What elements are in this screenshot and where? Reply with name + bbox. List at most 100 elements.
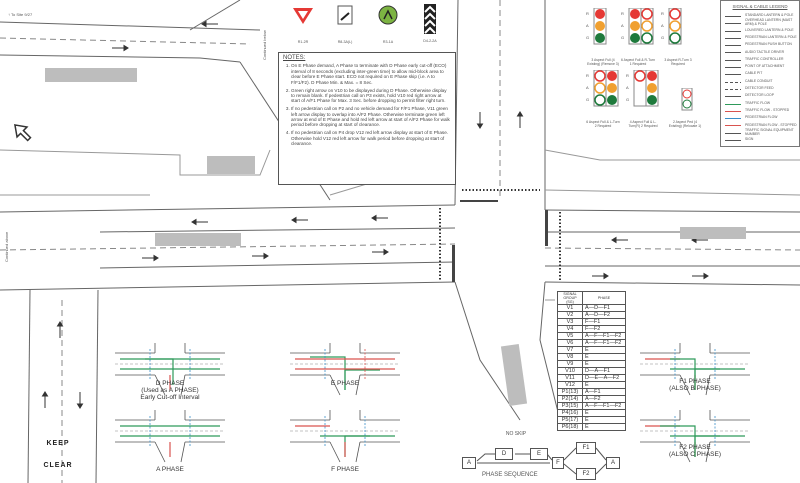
legend-label: SIGN bbox=[745, 137, 754, 142]
stop-lines bbox=[452, 200, 548, 282]
give-way-sign-icon bbox=[288, 8, 318, 30]
legend-symbol-icon bbox=[723, 93, 745, 99]
legend-item: PEDESTRIAN FLOW - STOPPED bbox=[723, 122, 797, 129]
legend-label: CABLE CONDUIT bbox=[745, 78, 773, 83]
phase-cell: A—D—F1 bbox=[582, 304, 626, 312]
sign-code: R8-3A(L) bbox=[337, 40, 353, 44]
phase-diagram bbox=[115, 410, 225, 463]
phase-cell: F—F1 bbox=[582, 318, 626, 326]
aspect-letter: G bbox=[586, 35, 590, 40]
to-site-label: ↑ To Site 9/27 bbox=[8, 12, 33, 17]
legend-symbol-icon bbox=[723, 13, 745, 19]
legend-item: STANDARD LANTERN & POLE bbox=[723, 12, 797, 19]
legend-label: TRAFFIC CONTROLLER bbox=[745, 56, 784, 61]
legend-item: CABLE CONDUIT bbox=[723, 78, 797, 85]
lane-arrow-icon bbox=[76, 392, 84, 409]
signal-group-cell: V1 bbox=[557, 304, 583, 312]
signal-lantern-icon bbox=[633, 69, 659, 107]
aspect-caption: 6 Aspect Full & L-Turn 2 Required bbox=[586, 120, 620, 128]
signal-group-cell: P5(17) bbox=[557, 416, 583, 424]
keep-left-sign-icon bbox=[330, 5, 360, 30]
signal-group-cell: V7 bbox=[557, 346, 583, 354]
phase-diagram bbox=[290, 343, 400, 396]
phase-sequence-title: PHASE SEQUENCE bbox=[482, 472, 538, 478]
phase-cell: A—F1 bbox=[582, 388, 626, 396]
legend-symbol-icon bbox=[723, 49, 745, 55]
continued-above-label: Continued above bbox=[4, 231, 9, 262]
legend-label: TRAFFIC FLOW bbox=[745, 100, 771, 105]
legend-item: DETECTOR LOOP bbox=[723, 93, 797, 100]
legend-label: AUDIO TACTILE DRIVER bbox=[745, 49, 785, 54]
roundabout-sign-icon bbox=[373, 5, 403, 30]
legend-symbol-icon bbox=[723, 122, 745, 128]
legend-label: POINT OF ATTACHMENT bbox=[745, 64, 785, 69]
phase-cell: E bbox=[582, 346, 626, 354]
aspect-letter: A bbox=[621, 23, 624, 28]
legend-symbol-icon bbox=[723, 57, 745, 63]
lane-arrow-icon bbox=[476, 112, 484, 129]
sign-r1-2r: R1-2R bbox=[288, 4, 318, 44]
aspect-letter: A bbox=[586, 23, 589, 28]
legend-label: PEDESTRIAN FLOW - STOPPED bbox=[745, 122, 797, 127]
legend-label: STANDARD LANTERN & POLE bbox=[745, 12, 794, 17]
table-row: P6(18)E bbox=[557, 423, 626, 431]
aspect-letter: A bbox=[661, 23, 664, 28]
aspect-caption: 6 Aspect Full & R-Turn 1 Required bbox=[621, 58, 655, 66]
continued-below-label: Continued below bbox=[262, 30, 267, 60]
phase-name: D PHASE bbox=[155, 380, 185, 387]
legend-label: CABLE PIT bbox=[745, 71, 763, 76]
legend-symbol-icon bbox=[723, 71, 745, 77]
legend-item: PEDESTRIAN FLOW bbox=[723, 114, 797, 121]
phase-note: Early Cut-off Interval bbox=[140, 394, 200, 401]
signal-lantern-icon bbox=[593, 69, 619, 107]
legend-item: PEDESTRIAN PUSH BUTTON bbox=[723, 41, 797, 48]
aspect-letter: A bbox=[586, 85, 589, 90]
lane-arrow-icon bbox=[592, 272, 609, 280]
phase-cell: E bbox=[582, 416, 626, 424]
legend-label: TRAFFIC SIGNAL EQUIPMENT NUMBER bbox=[745, 128, 794, 136]
phase-label-f1: F1 PHASE(ALSO B PHASE) bbox=[640, 378, 750, 392]
aspect-caption: 4 Aspect Full & L-Turn(R) 2 Required bbox=[628, 120, 658, 128]
phase-diagram bbox=[115, 343, 225, 396]
phase-cell: A—F2 bbox=[582, 395, 626, 403]
aspect-letter: A bbox=[626, 85, 629, 90]
signal-group-cell: P4(16) bbox=[557, 409, 583, 417]
signal-group-cell: V8 bbox=[557, 353, 583, 361]
phase-sequence-node: E bbox=[530, 448, 548, 460]
phase-name: E PHASE bbox=[330, 380, 360, 387]
signal-group-cell: V4 bbox=[557, 325, 583, 333]
legend-symbol-icon bbox=[723, 115, 745, 121]
signal-lantern-icon bbox=[628, 7, 654, 45]
phase-diagrams bbox=[115, 343, 750, 463]
phase-sequence-node: F2 bbox=[576, 468, 596, 480]
sign-r3-1a: R3-1A bbox=[373, 4, 403, 44]
phase-cell: E bbox=[582, 409, 626, 417]
legend-symbol-icon bbox=[723, 28, 745, 34]
legend-item: SIGN bbox=[723, 137, 797, 144]
aspect-letter: G bbox=[626, 97, 630, 102]
phase-sequence-node: D bbox=[495, 448, 513, 460]
lane-arrow-icon bbox=[112, 44, 129, 52]
chevron-marker-sign-icon bbox=[415, 4, 445, 38]
legend-label: OVERHEAD LANTERN (MAST ARM) & POLE bbox=[745, 18, 793, 27]
lane-arrow-icon bbox=[191, 218, 208, 226]
phase-cell: D—A—F1 bbox=[582, 367, 626, 375]
legend-item: CABLE PIT bbox=[723, 71, 797, 78]
redacted-label bbox=[45, 68, 137, 82]
lane-arrow-icon bbox=[291, 216, 308, 224]
phase-sequence-links bbox=[476, 447, 607, 475]
phase-cell: E bbox=[582, 381, 626, 389]
lane-arrow-icon bbox=[201, 20, 218, 28]
north-arrow-icon bbox=[14, 124, 32, 142]
aspect-letter: G bbox=[621, 35, 625, 40]
phase-cell: E bbox=[582, 360, 626, 368]
